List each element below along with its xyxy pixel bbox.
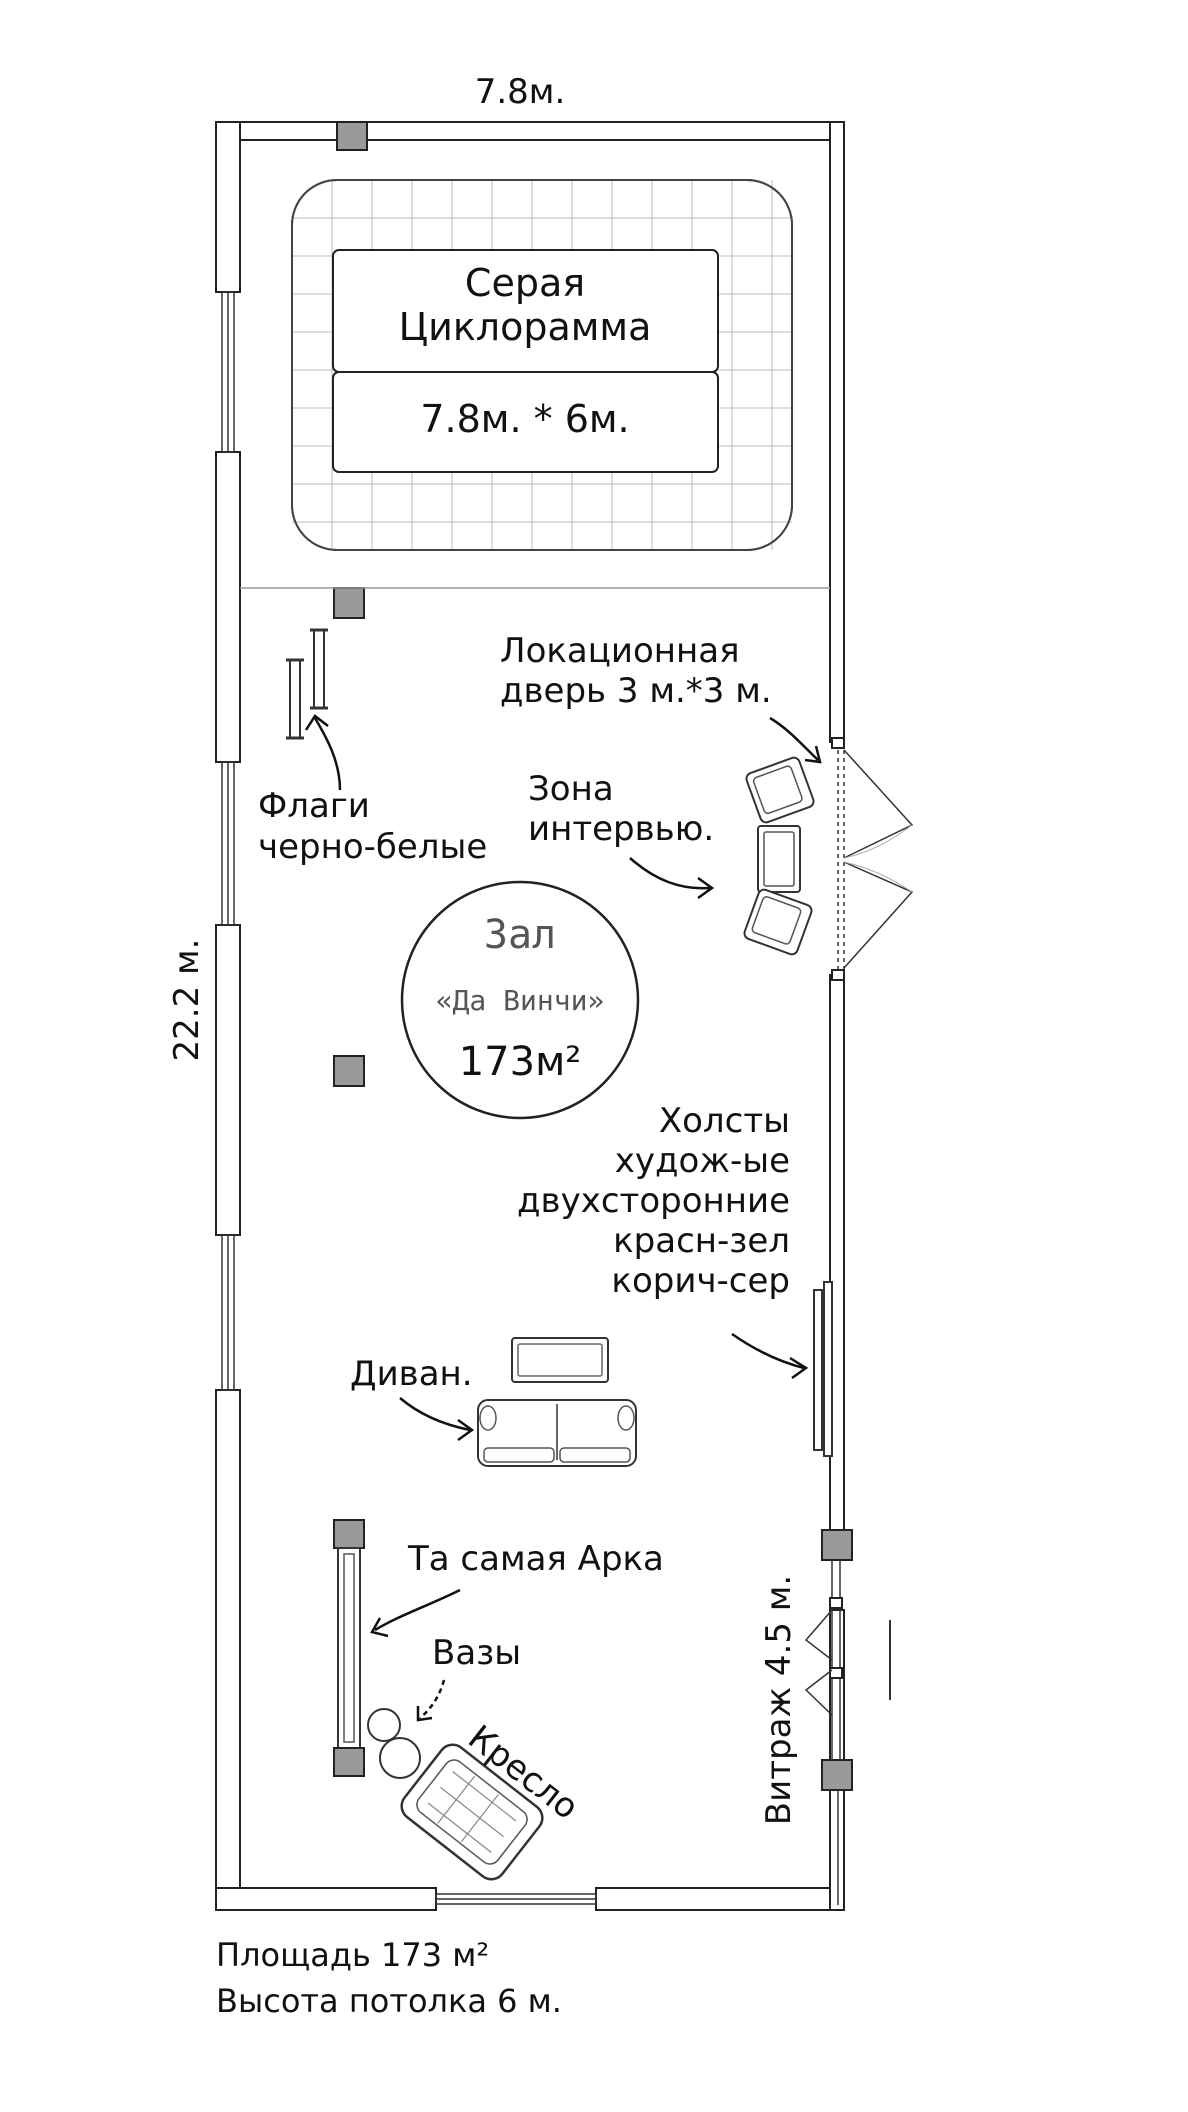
cyclorama-title-2: Циклорамма xyxy=(399,305,652,349)
cyclorama: Серая Циклорамма 7.8м. * 6м. xyxy=(291,179,793,551)
sofa-label: Диван. xyxy=(350,1354,473,1394)
column xyxy=(821,1529,853,1561)
column xyxy=(333,587,365,619)
hall-name: Зал xyxy=(484,912,556,958)
footer-area: Площадь 173 м² xyxy=(216,1936,489,1974)
arrowhead xyxy=(789,1356,809,1380)
arrowhead xyxy=(370,1617,389,1638)
canvas-label-5: корич-сер xyxy=(611,1261,790,1301)
arrowhead xyxy=(804,745,822,764)
column xyxy=(333,1055,365,1087)
arrowhead xyxy=(457,1418,475,1442)
cyclorama-title-1: Серая xyxy=(465,261,585,305)
vases xyxy=(367,1708,421,1779)
arch-arrow xyxy=(374,1588,461,1632)
canvas-label-2: худож-ые xyxy=(615,1141,790,1181)
flags-label-1: Флаги xyxy=(258,786,370,826)
length-dimension: 22.2 м. xyxy=(167,939,207,1062)
footer-ceiling: Высота потолка 6 м. xyxy=(216,1982,562,2020)
hall-area: 173м² xyxy=(459,1039,582,1085)
vases-arrow xyxy=(419,1679,446,1719)
outer-walls xyxy=(215,121,845,1911)
vitrazh-dimension: Витраж 4.5 м. xyxy=(759,1575,799,1825)
interview-label-1: Зона xyxy=(528,769,614,809)
flags xyxy=(286,628,328,740)
armchair xyxy=(400,1743,544,1881)
hall-subname: «Да Винчи» xyxy=(436,984,605,1017)
sofa xyxy=(477,1337,637,1467)
canvas-label-3: двухсторонние xyxy=(517,1181,790,1221)
canvas-arrow xyxy=(731,1332,805,1370)
door-label-1: Локационная xyxy=(500,631,740,671)
hall-circle xyxy=(400,880,640,1120)
arch xyxy=(333,1519,365,1777)
vitrazh-window xyxy=(804,1560,891,1905)
column xyxy=(821,1759,853,1791)
canvases xyxy=(813,1281,833,1457)
flags-label-2: черно-белые xyxy=(258,827,487,867)
arrowhead xyxy=(697,876,715,900)
flags-arrow xyxy=(313,717,342,791)
sofa-arrow xyxy=(399,1397,471,1432)
interview-arrow xyxy=(629,857,711,890)
width-dimension: 7.8м. xyxy=(475,72,566,112)
interview-furniture xyxy=(743,756,815,956)
canvas-label-4: красн-зел xyxy=(613,1221,790,1261)
arch-label: Та самая Арка xyxy=(407,1539,664,1579)
column xyxy=(336,121,368,151)
canvas-label-1: Холсты xyxy=(659,1101,790,1141)
interview-label-2: интервью. xyxy=(528,809,714,849)
cyclorama-size: 7.8м. * 6м. xyxy=(420,397,629,441)
location-door xyxy=(843,749,914,969)
door-arrow xyxy=(769,716,819,761)
vases-label: Вазы xyxy=(432,1633,521,1673)
door-label-2: дверь 3 м.*3 м. xyxy=(500,671,772,711)
arrowhead xyxy=(304,714,329,731)
arrowhead xyxy=(416,1706,433,1722)
